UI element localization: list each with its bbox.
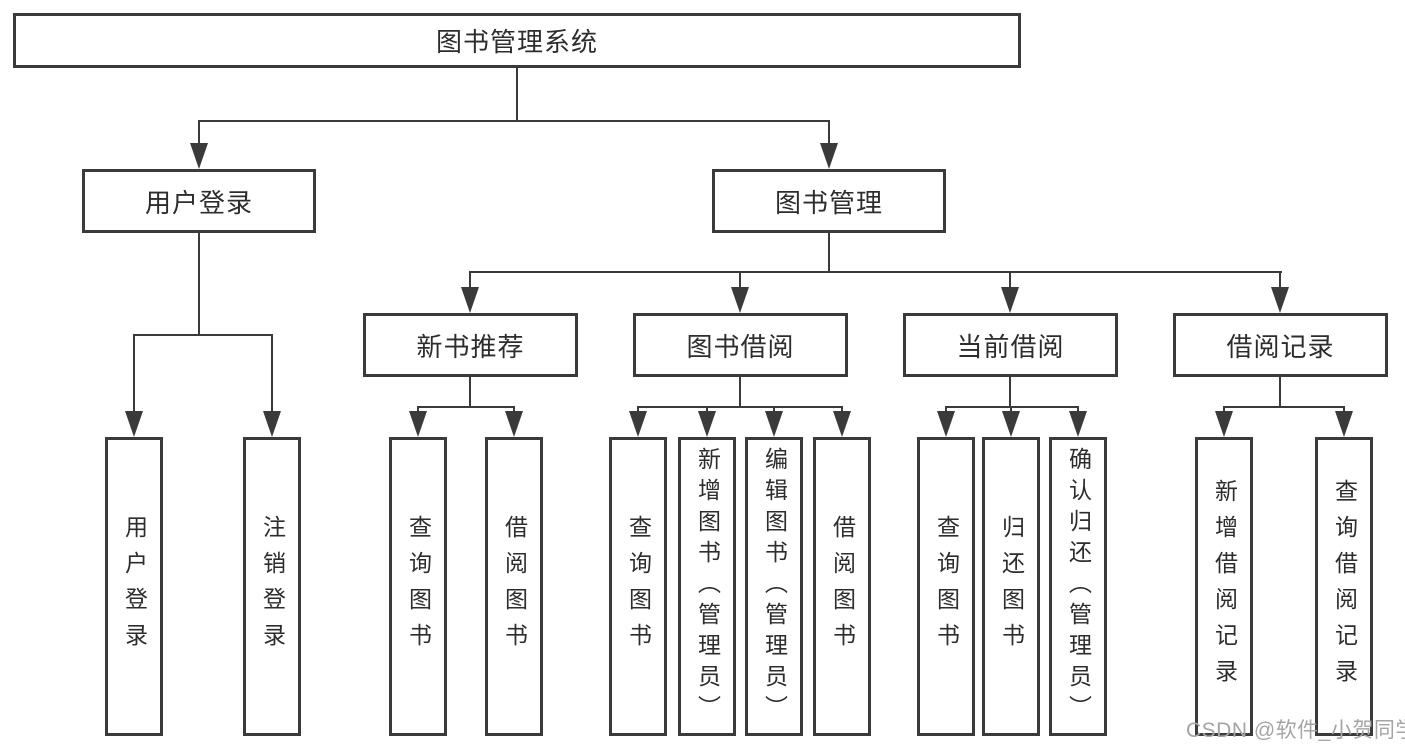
arrow-down-icon xyxy=(1001,287,1019,313)
arrow-down-icon xyxy=(190,143,208,169)
connector-line xyxy=(1223,406,1225,414)
arrow-down-icon xyxy=(731,287,749,313)
node-label: 借阅记录 xyxy=(1226,331,1335,362)
connector-line xyxy=(133,334,135,414)
arrow-down-icon xyxy=(461,287,479,313)
connector-line xyxy=(1279,377,1281,408)
arrow-down-icon xyxy=(1271,287,1289,313)
leaf-edit-books-admin: 编辑图书（管理员） xyxy=(745,437,803,736)
connector-line xyxy=(1343,406,1345,414)
connector-line xyxy=(828,120,830,146)
node-book-borrowing: 图书借阅 xyxy=(633,313,848,377)
leaf-borrow-books: 借阅图书 xyxy=(813,437,871,736)
node-root-library-system: 图书管理系统 xyxy=(13,13,1021,68)
connector-line xyxy=(198,233,200,336)
connector-line xyxy=(1223,406,1345,408)
connector-line xyxy=(739,377,741,408)
arrow-down-icon xyxy=(698,411,716,437)
leaf-label: 编辑图书（管理员） xyxy=(761,447,788,726)
leaf-label: 借阅图书 xyxy=(829,514,856,659)
leaf-label: 查询图书 xyxy=(933,514,960,659)
node-label: 用户登录 xyxy=(144,187,253,218)
node-label: 新书推荐 xyxy=(416,331,525,362)
leaf-label: 借阅图书 xyxy=(501,514,528,659)
node-label: 图书管理系统 xyxy=(435,27,598,57)
connector-line xyxy=(133,334,273,336)
leaf-label: 查询借阅记录 xyxy=(1331,478,1358,695)
connector-line xyxy=(739,271,741,289)
connector-line xyxy=(516,66,518,122)
leaf-add-borrow-record: 新增借阅记录 xyxy=(1195,437,1253,736)
connector-line xyxy=(198,120,830,122)
arrow-down-icon xyxy=(833,411,851,437)
arrow-down-icon xyxy=(125,411,143,437)
node-user-login: 用户登录 xyxy=(82,169,316,233)
leaf-query-books-recommend: 查询图书 xyxy=(389,437,447,736)
node-book-management: 图书管理 xyxy=(712,169,946,233)
leaf-borrow-books-recommend: 借阅图书 xyxy=(485,437,543,736)
arrow-down-icon xyxy=(1069,411,1087,437)
leaf-label: 新增图书（管理员） xyxy=(694,447,721,726)
connector-line xyxy=(198,120,200,146)
leaf-label: 注销登录 xyxy=(259,514,286,659)
arrow-down-icon xyxy=(1335,411,1353,437)
connector-line xyxy=(945,406,947,414)
leaf-label: 确认归还（管理员） xyxy=(1065,447,1092,726)
connector-line xyxy=(469,377,471,408)
leaf-logout: 注销登录 xyxy=(243,437,301,736)
node-current-borrowing: 当前借阅 xyxy=(903,313,1118,377)
node-borrowing-records: 借阅记录 xyxy=(1173,313,1388,377)
node-label: 当前借阅 xyxy=(956,331,1065,362)
node-new-book-recommendation: 新书推荐 xyxy=(363,313,578,377)
arrow-down-icon xyxy=(1215,411,1233,437)
arrow-down-icon xyxy=(765,411,783,437)
leaf-user-login: 用户登录 xyxy=(105,437,163,736)
connector-line xyxy=(469,271,1282,273)
leaf-query-borrow-record: 查询借阅记录 xyxy=(1315,437,1373,736)
arrow-down-icon xyxy=(629,411,647,437)
connector-line xyxy=(637,406,843,408)
node-label: 图书借阅 xyxy=(686,331,795,362)
connector-line xyxy=(1010,406,1012,414)
connector-line xyxy=(1009,377,1011,408)
connector-line xyxy=(1077,406,1079,414)
leaf-label: 查询图书 xyxy=(625,514,652,659)
leaf-label: 用户登录 xyxy=(121,514,148,659)
csdn-watermark: CSDN @软件_小贺同学 xyxy=(1186,719,1405,742)
connector-line xyxy=(637,406,639,414)
connector-line xyxy=(945,406,1079,408)
connector-line xyxy=(417,406,515,408)
leaf-query-books-current: 查询图书 xyxy=(917,437,975,736)
connector-line xyxy=(469,271,471,289)
leaf-label: 查询图书 xyxy=(405,514,432,659)
connector-line xyxy=(1009,271,1011,289)
connector-line xyxy=(773,406,775,414)
connector-line xyxy=(841,406,843,414)
connector-line xyxy=(828,233,830,273)
arrow-down-icon xyxy=(263,411,281,437)
arrow-down-icon xyxy=(409,411,427,437)
connector-line xyxy=(417,406,419,414)
leaf-query-books-borrow: 查询图书 xyxy=(609,437,667,736)
leaf-label: 新增借阅记录 xyxy=(1211,478,1238,695)
arrow-down-icon xyxy=(820,143,838,169)
arrow-down-icon xyxy=(505,411,523,437)
leaf-add-books-admin: 新增图书（管理员） xyxy=(678,437,736,736)
connector-line xyxy=(706,406,708,414)
leaf-return-books: 归还图书 xyxy=(982,437,1040,736)
connector-line xyxy=(513,406,515,414)
node-label: 图书管理 xyxy=(774,187,883,218)
connector-line xyxy=(1279,271,1281,289)
leaf-label: 归还图书 xyxy=(998,514,1025,659)
leaf-confirm-return-admin: 确认归还（管理员） xyxy=(1049,437,1107,736)
arrow-down-icon xyxy=(1002,411,1020,437)
arrow-down-icon xyxy=(937,411,955,437)
connector-line xyxy=(271,334,273,414)
